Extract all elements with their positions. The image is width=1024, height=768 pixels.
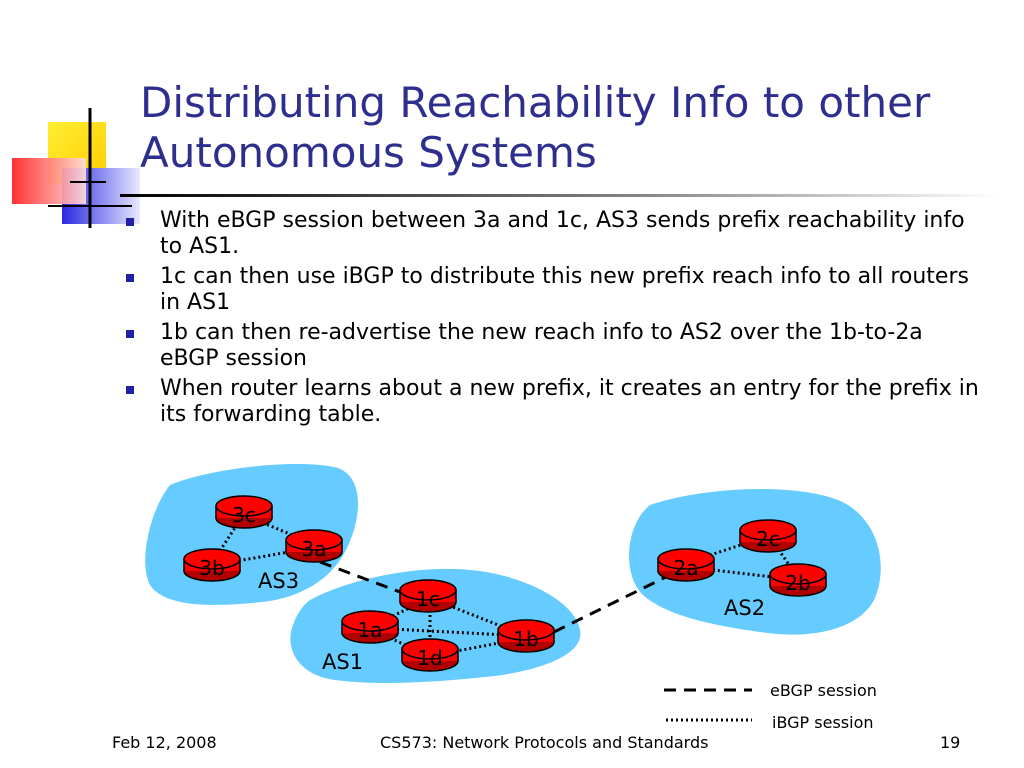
ebgp-links: [319, 560, 673, 634]
bullet-text: 1b can then re-advertise the new reach i…: [160, 320, 923, 371]
router-label: 1c: [416, 587, 440, 611]
router-label: 3b: [199, 556, 224, 580]
bullet-text: 1c can then use iBGP to distribute this …: [160, 264, 969, 315]
bullet-item: 1b can then re-advertise the new reach i…: [122, 320, 982, 372]
legend: eBGP session iBGP session: [664, 681, 877, 732]
router-label: 2c: [756, 527, 780, 551]
router-2a: 2a: [657, 548, 715, 582]
title-underline: [120, 194, 1000, 197]
as1-cloud: [290, 568, 581, 683]
bullet-square-icon: [126, 330, 134, 338]
as3-label: AS3: [258, 569, 299, 593]
bullet-square-icon: [126, 386, 134, 394]
slide-title: Distributing Reachability Info to other …: [140, 78, 1010, 178]
footer-date: Feb 12, 2008: [112, 733, 217, 752]
router-2b: 2b: [769, 563, 827, 597]
legend-ibgp-label: iBGP session: [772, 713, 874, 732]
bullet-square-icon: [126, 274, 134, 282]
router-1c: 1c: [399, 579, 457, 613]
router-1a: 1a: [341, 610, 399, 644]
bullet-item: With eBGP session between 3a and 1c, AS3…: [122, 208, 982, 260]
footer-page-number: 19: [940, 733, 961, 752]
router-3c: 3c: [215, 495, 273, 529]
as2-cloud: [629, 489, 881, 635]
slide-title-line-2: Autonomous Systems: [140, 128, 597, 177]
footer-course: CS573: Network Protocols and Standards: [380, 733, 709, 752]
as1-label: AS1: [322, 650, 363, 674]
as2-label: AS2: [724, 596, 765, 620]
router-label: 3c: [232, 503, 256, 527]
bullet-square-icon: [126, 218, 134, 226]
bullet-list: With eBGP session between 3a and 1c, AS3…: [122, 208, 982, 432]
ebgp-link-3a-1c: [319, 560, 401, 594]
ebgp-link-1b-2a: [553, 572, 673, 634]
bullet-text: When router learns about a new prefix, i…: [160, 376, 979, 427]
bullet-item: 1c can then use iBGP to distribute this …: [122, 264, 982, 316]
router-1b: 1b: [497, 619, 555, 653]
legend-ebgp-label: eBGP session: [770, 681, 877, 700]
router-3a: 3a: [285, 529, 343, 563]
router-label: 1a: [358, 618, 383, 642]
router-label: 1b: [513, 627, 538, 651]
router-label: 2a: [674, 556, 699, 580]
router-3b: 3b: [183, 548, 241, 582]
bullet-item: When router learns about a new prefix, i…: [122, 376, 982, 428]
router-label: 1d: [417, 646, 442, 670]
ibgp-link-2a-2b: [687, 565, 799, 582]
bullet-text: With eBGP session between 3a and 1c, AS3…: [160, 208, 965, 259]
router-label: 2b: [785, 571, 810, 595]
router-label: 3a: [302, 537, 327, 561]
router-2c: 2c: [739, 519, 797, 553]
slide-title-line-1: Distributing Reachability Info to other: [140, 78, 931, 127]
router-1d: 1d: [401, 638, 459, 672]
